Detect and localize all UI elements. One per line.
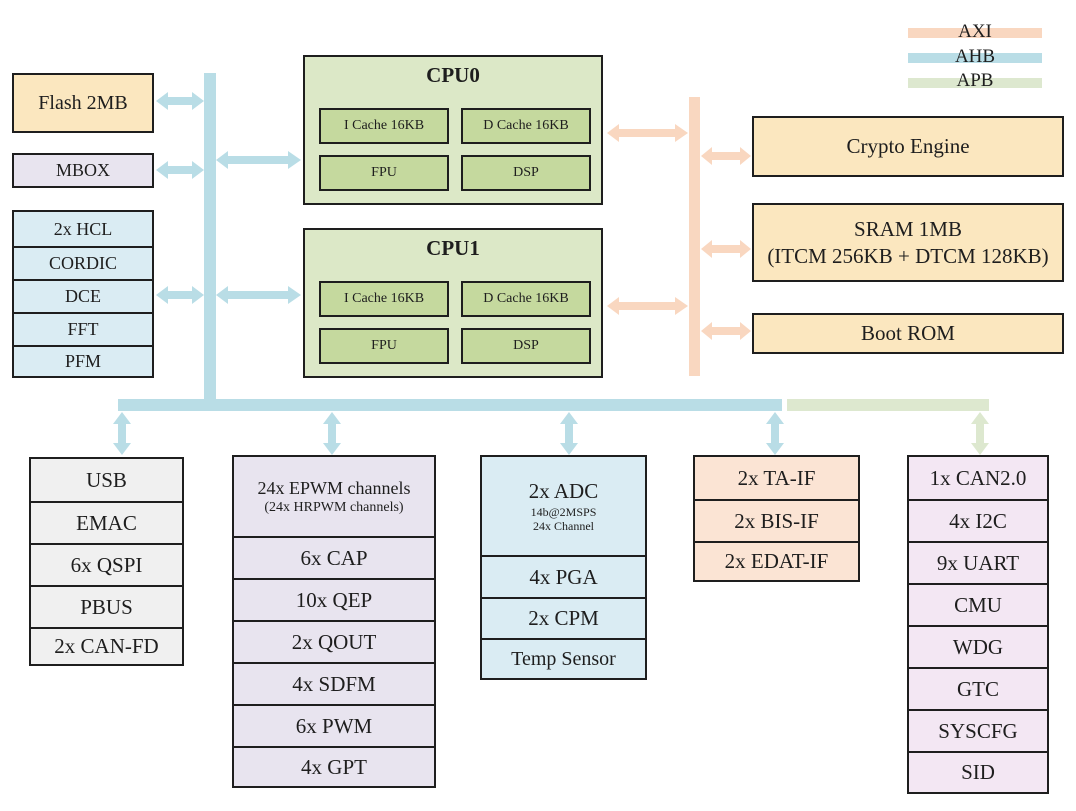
cpu0-block: CPU0 I Cache 16KB D Cache 16KB FPU DSP	[303, 55, 603, 205]
sram-block: SRAM 1MB (ITCM 256KB + DTCM 128KB)	[752, 203, 1064, 282]
pwm-epwm-label: 24x EPWM channels	[257, 477, 411, 498]
cpu0-title: CPU0	[426, 63, 480, 87]
sram-axi-arrow	[701, 240, 751, 258]
accel-dce: DCE	[14, 279, 152, 312]
cpu1-block: CPU1 I Cache 16KB D Cache 16KB FPU DSP	[303, 228, 603, 378]
peripheral-stack: 1x CAN2.0 4x I2C 9x UART CMU WDG GTC SYS…	[907, 455, 1049, 794]
cpu0-icache: I Cache 16KB	[319, 108, 449, 144]
analog-pga: 4x PGA	[482, 555, 645, 597]
comm-canfd: 2x CAN-FD	[31, 627, 182, 664]
comm-pbus: PBUS	[31, 585, 182, 627]
pwm-sdfm: 4x SDFM	[234, 662, 434, 704]
periph-i2c: 4x I2C	[909, 499, 1047, 541]
flash-ahb-arrow	[156, 92, 204, 110]
periph-syscfg: SYSCFG	[909, 709, 1047, 751]
pwm-gpt: 4x GPT	[234, 746, 434, 786]
comm-usb: USB	[86, 467, 127, 492]
periph-bus-arrow	[971, 412, 989, 455]
comm-qspi: 6x QSPI	[31, 543, 182, 585]
pwm-epwm: 24x EPWM channels (24x HRPWM channels)	[234, 457, 434, 536]
periph-wdg: WDG	[909, 625, 1047, 667]
apb-horizontal-bus	[787, 399, 989, 411]
comm-stack: USB EMAC 6x QSPI PBUS 2x CAN-FD	[29, 457, 184, 666]
pwm-stack: 24x EPWM channels (24x HRPWM channels) 6…	[232, 455, 436, 788]
cpu1-ahb-arrow	[216, 286, 301, 304]
periph-can20: 1x CAN2.0	[929, 465, 1027, 490]
periph-cmu: CMU	[909, 583, 1047, 625]
cpu1-axi-arrow	[607, 297, 688, 315]
analog-cpm: 2x CPM	[482, 597, 645, 638]
analog-adc: 2x ADC 14b@2MSPS 24x Channel	[482, 457, 645, 555]
interface-stack: 2x TA-IF 2x BIS-IF 2x EDAT-IF	[693, 455, 860, 582]
if-bis: 2x BIS-IF	[695, 499, 858, 541]
comm-bus-arrow	[113, 412, 131, 455]
periph-sid: SID	[909, 751, 1047, 792]
ahb-vertical-bus	[204, 73, 216, 410]
accel-ahb-arrow	[156, 286, 204, 304]
sram-detail: (ITCM 256KB + DTCM 128KB)	[767, 243, 1049, 268]
cpu0-ahb-arrow	[216, 151, 301, 169]
sram-size: SRAM 1MB	[854, 217, 962, 242]
if-ta: 2x TA-IF	[737, 465, 816, 490]
crypto-engine-block: Crypto Engine	[752, 116, 1064, 177]
cpu0-fpu: FPU	[319, 155, 449, 191]
legend-axi-swatch	[908, 28, 1042, 38]
cpu1-fpu: FPU	[319, 328, 449, 364]
accel-cordic: CORDIC	[14, 246, 152, 279]
cpu0-axi-arrow	[607, 124, 688, 142]
legend-ahb-swatch	[908, 53, 1042, 63]
crypto-axi-arrow	[701, 147, 751, 165]
cpu0-dsp: DSP	[461, 155, 591, 191]
accel-pfm: PFM	[14, 345, 152, 376]
if-edat: 2x EDAT-IF	[695, 541, 858, 580]
cpu1-dsp: DSP	[461, 328, 591, 364]
pwm-hrpwm-label: (24x HRPWM channels)	[264, 500, 404, 515]
if-bus-arrow	[766, 412, 784, 455]
pwm-pwm: 6x PWM	[234, 704, 434, 746]
legend-apb-label: APB	[956, 70, 994, 91]
accelerator-stack: 2x HCL CORDIC DCE FFT PFM	[12, 210, 154, 378]
adc-label: 2x ADC	[528, 479, 599, 504]
adc-channels: 24x Channel	[533, 519, 594, 534]
pwm-cap: 6x CAP	[234, 536, 434, 578]
pwm-bus-arrow	[323, 412, 341, 455]
flash-block: Flash 2MB	[12, 73, 154, 133]
axi-vertical-bus	[689, 97, 700, 376]
legend-ahb-label: AHB	[954, 46, 996, 67]
comm-emac: EMAC	[31, 501, 182, 543]
legend-axi-label: AXI	[958, 21, 992, 42]
mbox-ahb-arrow	[156, 161, 204, 179]
adc-rate: 14b@2MSPS	[530, 504, 597, 519]
cpu1-icache: I Cache 16KB	[319, 281, 449, 317]
periph-uart: 9x UART	[909, 541, 1047, 583]
ahb-horizontal-bus	[118, 399, 782, 411]
legend-apb-swatch	[908, 78, 1042, 88]
bootrom-axi-arrow	[701, 322, 751, 340]
periph-gtc: GTC	[909, 667, 1047, 709]
pwm-qout: 2x QOUT	[234, 620, 434, 662]
pwm-qep: 10x QEP	[234, 578, 434, 620]
cpu1-title: CPU1	[426, 236, 480, 260]
analog-temp-sensor: Temp Sensor	[482, 638, 645, 678]
accel-hcl: 2x HCL	[53, 218, 113, 239]
analog-stack: 2x ADC 14b@2MSPS 24x Channel 4x PGA 2x C…	[480, 455, 647, 680]
cpu0-dcache: D Cache 16KB	[461, 108, 591, 144]
accel-fft: FFT	[14, 312, 152, 345]
boot-rom-block: Boot ROM	[752, 313, 1064, 354]
adc-bus-arrow	[560, 412, 578, 455]
mbox-block: MBOX	[12, 153, 154, 188]
cpu1-dcache: D Cache 16KB	[461, 281, 591, 317]
